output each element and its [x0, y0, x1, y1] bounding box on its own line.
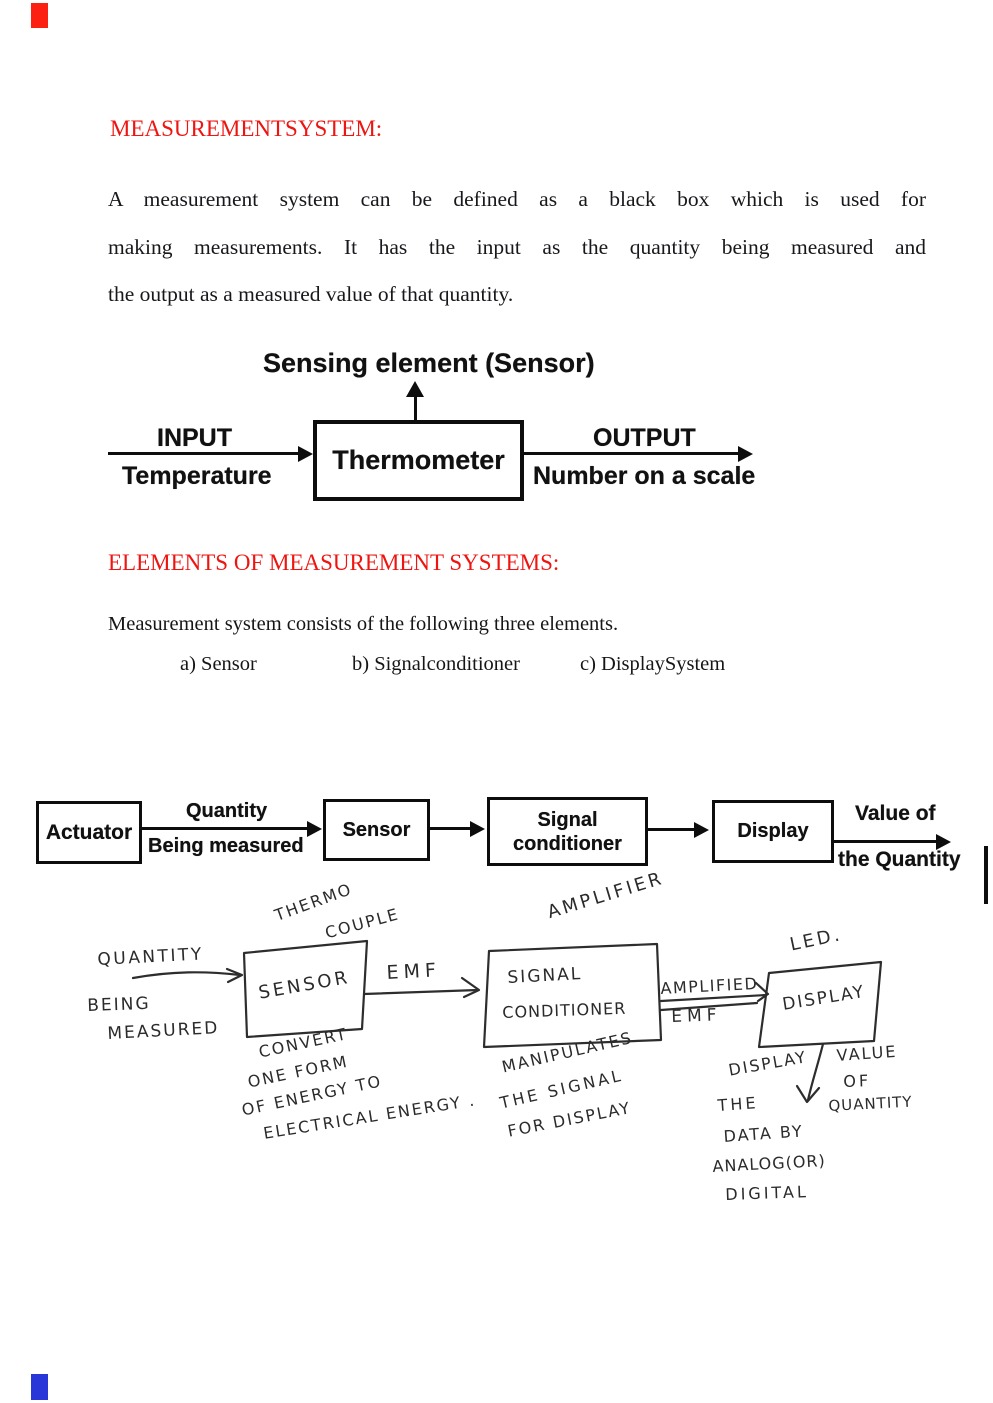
display-box: Display — [712, 800, 834, 863]
hand-quantity-arrowhead-icon — [225, 967, 244, 984]
quantity-top-label: Quantity — [186, 800, 268, 822]
element-item-b: b) Signalconditioner — [352, 653, 520, 675]
hand-down-arrow — [806, 1042, 825, 1102]
heading-elements: ELEMENTS OF MEASUREMENT SYSTEMS: — [108, 550, 560, 575]
thermometer-box: Thermometer — [313, 420, 524, 501]
scan-edge-line — [984, 846, 988, 904]
hand-display-note-line5: DIGITAL — [725, 1182, 810, 1204]
signal-conditioner-label-line2: conditioner — [513, 832, 622, 855]
output-label: OUTPUT — [593, 424, 696, 452]
up-arrow-line — [414, 395, 417, 421]
sensing-element-title: Sensing element (Sensor) — [263, 348, 595, 378]
hand-value-line1: VALUE — [836, 1041, 898, 1065]
hand-display-note-line3: DATA BY — [723, 1121, 805, 1146]
hand-led-label: LED. — [788, 923, 845, 956]
quantity-bottom-label: Being measured — [148, 835, 304, 857]
hand-amplified-emf-label: EMF — [671, 1005, 722, 1027]
quantity-arrow-line — [139, 827, 309, 830]
hand-signal-label: SIGNAL — [507, 964, 583, 988]
hand-signal-box-outline — [482, 942, 663, 1049]
hand-emf-label: EMF — [386, 959, 442, 984]
sensor-box-label: Sensor — [342, 818, 411, 841]
signal-conditioner-box: Signal conditioner — [487, 797, 648, 866]
hand-quantity-arrow — [131, 971, 242, 980]
display-box-label: Display — [737, 820, 809, 842]
hand-display-note-line1: DISPLAY — [727, 1047, 809, 1080]
paragraph-line: A measurement system can be defined as a… — [108, 187, 926, 211]
up-arrowhead-icon — [406, 381, 424, 397]
output-arrowhead-icon — [738, 446, 753, 462]
signal-to-display-arrowhead-icon — [694, 822, 709, 838]
value-bottom-label: the Quantity — [838, 848, 961, 871]
input-arrow-line — [108, 452, 300, 455]
hand-amplified-label: AMPLIFIED — [660, 973, 759, 998]
sensor-to-signal-arrowhead-icon — [470, 821, 485, 837]
intro-paragraph: A measurement system can be defined as a… — [108, 176, 926, 319]
output-arrow-line — [523, 452, 739, 455]
value-top-label: Value of — [855, 802, 936, 825]
element-item-a: a) Sensor — [180, 653, 257, 675]
output-sub-label: Number on a scale — [533, 462, 756, 490]
input-label: INPUT — [157, 424, 232, 452]
input-arrowhead-icon — [298, 446, 313, 462]
value-arrowhead-icon — [936, 834, 951, 850]
paragraph-line: the output as a measured value of that q… — [108, 282, 514, 306]
hand-value-line3: QUANTITY — [828, 1092, 914, 1115]
paragraph-line: making measurements. It has the input as… — [108, 234, 926, 259]
corner-marker-red — [31, 3, 48, 28]
hand-down-arrowhead-icon — [795, 1084, 821, 1104]
hand-display-label: DISPLAY — [781, 981, 867, 1015]
hand-quantity-label: QUANTITY — [97, 944, 205, 970]
signal-to-display-line — [648, 828, 695, 831]
hand-amplifier-label: AMPLIFIER — [545, 867, 667, 924]
thermometer-box-label: Thermometer — [332, 445, 505, 475]
corner-marker-blue — [31, 1374, 48, 1400]
hand-emf-arrowhead-icon — [460, 976, 481, 999]
quantity-arrowhead-icon — [307, 821, 322, 837]
hand-measured-label: MEASURED — [107, 1018, 220, 1044]
hand-value-line2: OF — [843, 1071, 872, 1091]
sensor-box: Sensor — [323, 799, 430, 861]
hand-couple-label: COUPLE — [323, 904, 402, 943]
sensor-to-signal-line — [430, 827, 472, 830]
hand-display-note-line4: ANALOG(OR) — [712, 1151, 827, 1176]
hand-being-label: BEING — [87, 993, 151, 1016]
signal-conditioner-label-line1: Signal — [537, 808, 598, 831]
element-item-c: c) DisplaySystem — [580, 653, 726, 675]
actuator-box: Actuator — [36, 801, 142, 864]
hand-conditioner-label: CONDITIONER — [502, 998, 627, 1022]
elements-intro: Measurement system consists of the follo… — [108, 613, 619, 635]
actuator-box-label: Actuator — [45, 820, 133, 844]
hand-emf-arrow — [362, 988, 480, 996]
input-sub-label: Temperature — [122, 462, 272, 490]
hand-display-note-line2: THE — [717, 1093, 760, 1115]
heading-measurement-system: MEASUREMENTSYSTEM: — [110, 116, 383, 141]
hand-sensor-label: SENSOR — [257, 966, 352, 1004]
value-arrow-line — [834, 840, 937, 843]
